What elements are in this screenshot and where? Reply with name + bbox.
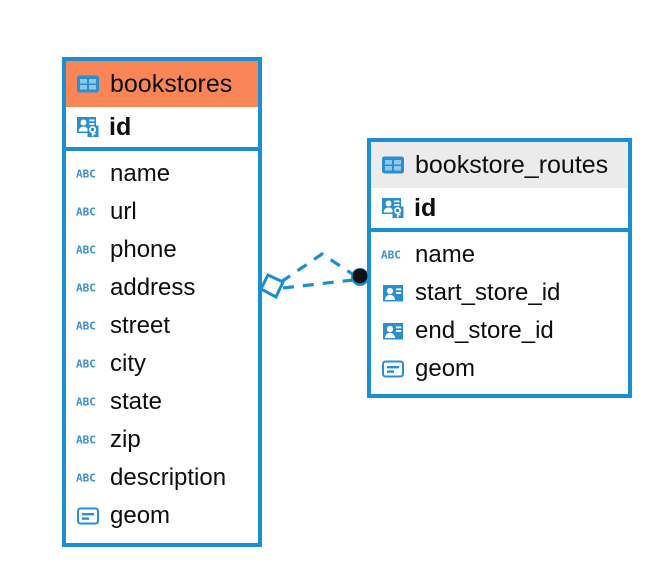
svg-text:ABC: ABC <box>76 206 96 219</box>
geometry-icon <box>382 360 404 378</box>
column-row-bookstore-routes-geom[interactable]: geom <box>371 350 628 388</box>
column-row-bookstores-city[interactable]: ABC city <box>66 345 258 383</box>
abc-text-icon: ABC <box>75 199 101 225</box>
column-row-bookstore-routes-end-store-id[interactable]: end_store_id <box>371 312 628 350</box>
entity-name-bookstores: bookstores <box>110 69 233 98</box>
abc-text-icon: ABC <box>75 389 101 415</box>
foreign-key-icon <box>383 323 403 340</box>
column-row-bookstores-name[interactable]: ABC name <box>66 155 258 193</box>
abc-text-icon: ABC <box>75 465 101 491</box>
relationship-line-straight <box>282 278 354 290</box>
entity-bookstores[interactable]: bookstores id ABC <box>62 57 262 547</box>
column-row-bookstores-zip[interactable]: ABC zip <box>66 421 258 459</box>
abc-text-icon: ABC <box>75 351 101 377</box>
svg-text:ABC: ABC <box>76 472 96 485</box>
column-row-bookstores-state[interactable]: ABC state <box>66 383 258 421</box>
entity-name-bookstore-routes: bookstore_routes <box>415 150 609 179</box>
column-name-bookstores-phone: phone <box>110 236 177 263</box>
abc-text-icon: ABC <box>75 161 101 187</box>
column-name-bookstore-routes-end-store-id: end_store_id <box>415 317 554 344</box>
column-list-bookstores: ABC name ABC url ABC p <box>66 151 258 539</box>
svg-text:ABC: ABC <box>381 249 401 262</box>
column-row-bookstore-routes-name[interactable]: ABC name <box>371 236 628 274</box>
svg-text:ABC: ABC <box>76 168 96 181</box>
column-row-pk-bookstores-id[interactable]: id <box>66 107 258 151</box>
entity-bookstore-routes[interactable]: bookstore_routes id ABC <box>367 138 632 398</box>
relationship-line-arc <box>280 252 358 284</box>
svg-text:ABC: ABC <box>76 396 96 409</box>
svg-text:ABC: ABC <box>76 434 96 447</box>
primary-key-icon <box>77 117 99 137</box>
column-row-bookstores-url[interactable]: ABC url <box>66 193 258 231</box>
column-name-bookstores-name: name <box>110 160 171 187</box>
column-name-bookstores-id: id <box>109 112 132 141</box>
column-name-bookstores-url: url <box>110 198 137 225</box>
column-list-bookstore-routes: ABC name start_store_id <box>371 232 628 392</box>
column-name-bookstore-routes-start-store-id: start_store_id <box>415 279 561 306</box>
abc-text-icon: ABC <box>75 313 101 339</box>
column-row-bookstores-geom[interactable]: geom <box>66 497 258 535</box>
column-row-bookstores-phone[interactable]: ABC phone <box>66 231 258 269</box>
primary-key-icon <box>382 198 404 218</box>
column-row-pk-bookstore-routes-id[interactable]: id <box>371 188 628 232</box>
abc-text-icon: ABC <box>75 237 101 263</box>
column-name-bookstore-routes-name: name <box>415 241 476 268</box>
column-name-bookstores-street: street <box>110 312 171 339</box>
column-name-bookstores-city: city <box>110 350 146 377</box>
svg-text:ABC: ABC <box>76 358 96 371</box>
column-name-bookstores-zip: zip <box>110 426 141 453</box>
foreign-key-icon <box>383 285 403 302</box>
svg-text:ABC: ABC <box>76 244 96 257</box>
abc-text-icon: ABC <box>75 275 101 301</box>
entity-header-bookstores[interactable]: bookstores <box>66 61 258 107</box>
svg-text:ABC: ABC <box>76 320 96 333</box>
column-name-bookstore-routes-geom: geom <box>415 355 476 382</box>
column-row-bookstores-street[interactable]: ABC street <box>66 307 258 345</box>
abc-text-icon: ABC <box>75 427 101 453</box>
column-name-bookstore-routes-id: id <box>414 193 437 222</box>
diamond-endpoint-icon <box>259 273 285 300</box>
column-name-bookstores-description: description <box>110 464 227 491</box>
column-row-bookstore-routes-start-store-id[interactable]: start_store_id <box>371 274 628 312</box>
column-row-bookstores-description[interactable]: ABC description <box>66 459 258 497</box>
entity-header-bookstore-routes[interactable]: bookstore_routes <box>371 142 628 188</box>
abc-text-icon: ABC <box>380 242 406 268</box>
column-name-bookstores-state: state <box>110 388 163 415</box>
column-name-bookstores-geom: geom <box>110 502 171 529</box>
column-name-bookstores-address: address <box>110 274 196 301</box>
geometry-icon <box>77 507 99 525</box>
column-row-bookstores-address[interactable]: ABC address <box>66 269 258 307</box>
svg-text:ABC: ABC <box>76 282 96 295</box>
table-icon <box>382 156 404 174</box>
table-icon <box>77 75 99 93</box>
